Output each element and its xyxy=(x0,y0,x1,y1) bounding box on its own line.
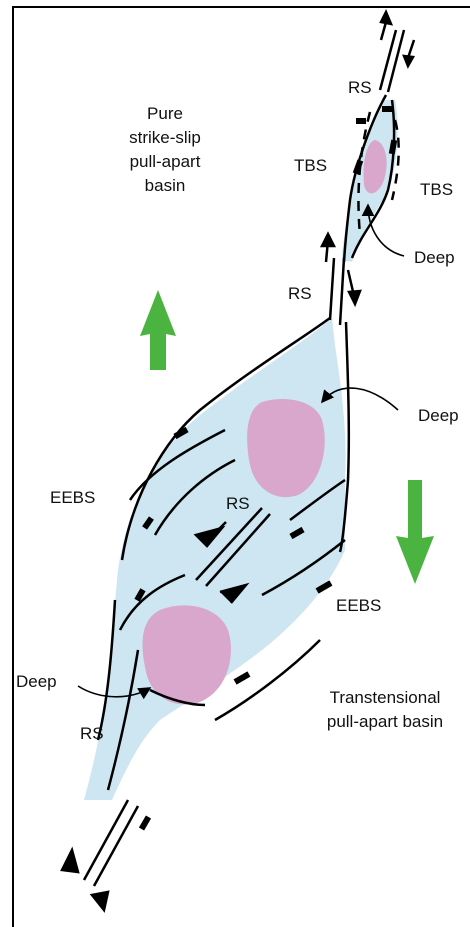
deep-label-bottom: Deep xyxy=(16,670,57,694)
pure-basin-line-3: pull-apart xyxy=(105,150,225,174)
rs-label-bottom: RS xyxy=(80,722,104,746)
tbs-label-right: TBS xyxy=(420,178,453,202)
deep-label-top: Deep xyxy=(414,246,455,270)
pure-basin-label: Pure strike-slip pull-apart basin xyxy=(105,102,225,198)
eebs-label-right: EEBS xyxy=(336,594,381,618)
green-down-arrow-icon xyxy=(396,480,434,584)
transtensional-basin-label: Transtensional pull-apart basin xyxy=(300,686,470,734)
pure-basin-line-2: strike-slip xyxy=(105,126,225,150)
eebs-label-left: EEBS xyxy=(50,486,95,510)
rs-label-center: RS xyxy=(226,492,250,516)
green-up-arrow-icon xyxy=(140,290,176,370)
depocenter-lower xyxy=(143,605,231,704)
transtensional-line-1: Transtensional xyxy=(300,686,470,710)
rs-label-mid: RS xyxy=(288,282,312,306)
tbs-label-left: TBS xyxy=(294,154,327,178)
deep-label-middle: Deep xyxy=(418,404,459,428)
pure-basin-line-4: basin xyxy=(105,174,225,198)
rs-label-top: RS xyxy=(348,76,372,100)
transtensional-line-2: pull-apart basin xyxy=(300,710,470,734)
pure-basin-line-1: Pure xyxy=(105,102,225,126)
